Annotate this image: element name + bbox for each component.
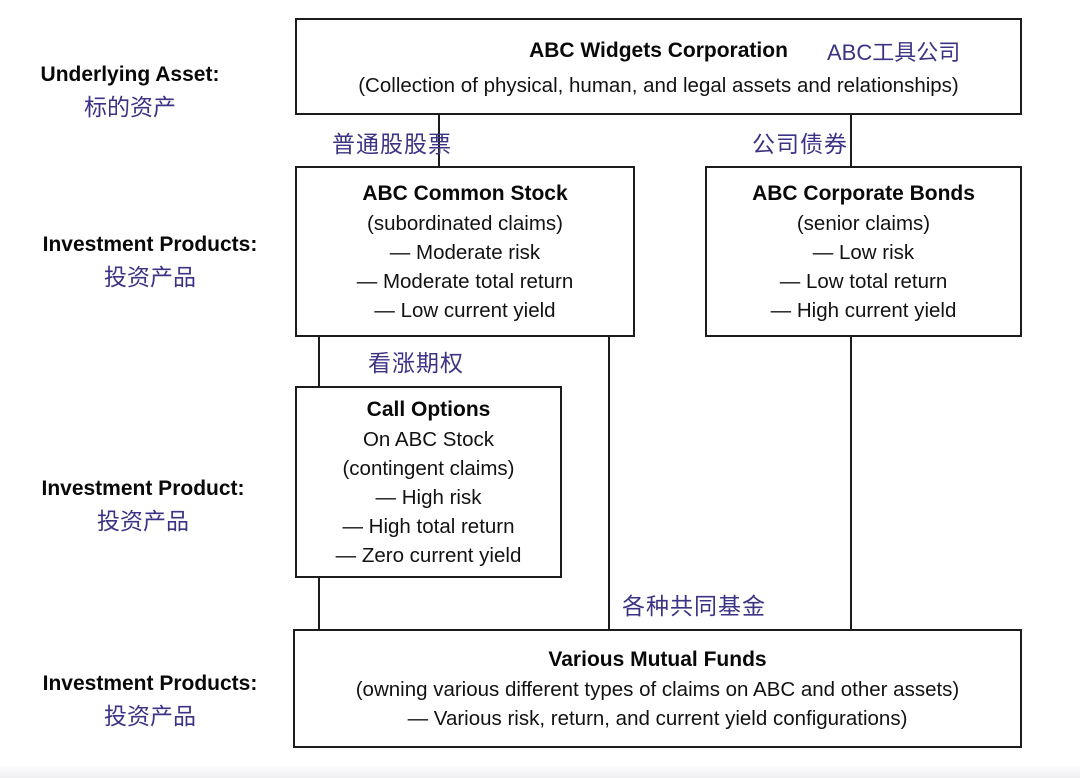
- call-options-line: — High total return: [342, 514, 515, 538]
- row-label-en: Investment Products:: [42, 233, 258, 256]
- connector-label-common-stock: 普通股股票: [332, 131, 452, 157]
- mutual-funds-line: (owning various different types of claim…: [355, 677, 960, 701]
- call-options-line: — Zero current yield: [335, 543, 522, 567]
- call-options-line: — High risk: [375, 485, 482, 509]
- mutual-funds-box: Various Mutual Funds (owning various dif…: [293, 629, 1022, 748]
- connector-label-corporate-bonds: 公司债券: [752, 131, 848, 157]
- corporation-subtitle: (Collection of physical, human, and lega…: [358, 73, 959, 97]
- call-options-line: (contingent claims): [342, 456, 515, 480]
- row-label-zh: 投资产品: [104, 703, 196, 729]
- common-stock-line: — Low current yield: [374, 298, 556, 322]
- common-stock-title: ABC Common Stock: [362, 181, 568, 205]
- connector-label-call-options: 看涨期权: [368, 350, 464, 376]
- common-stock-line: — Moderate total return: [356, 269, 574, 293]
- corporation-box: ABC Widgets Corporation ABC工具公司 (Collect…: [295, 18, 1022, 115]
- row-label-en: Underlying Asset:: [40, 63, 220, 86]
- corporate-bonds-title: ABC Corporate Bonds: [752, 181, 975, 205]
- row-label-en: Investment Product:: [41, 477, 245, 500]
- row-label-zh: 投资产品: [97, 508, 189, 534]
- call-options-title: Call Options: [366, 397, 491, 421]
- connector-line-stock-to-call-options: [318, 336, 320, 386]
- connector-line-bonds-to-mutual-funds: [850, 336, 852, 629]
- connector-line-corp-to-common-stock: [438, 115, 440, 166]
- corporate-bonds-line: — Low total return: [779, 269, 948, 293]
- corporation-title-zh: ABC工具公司: [827, 39, 961, 65]
- call-options-line: On ABC Stock: [362, 427, 495, 451]
- row-label-zh: 投资产品: [104, 264, 196, 290]
- connector-line-stock-to-mutual-funds: [608, 336, 610, 629]
- mutual-funds-line: — Various risk, return, and current yiel…: [407, 706, 908, 730]
- row-label-zh: 标的资产: [84, 94, 176, 120]
- row-label-investment-products-2: Investment Products: 投资产品: [22, 671, 278, 730]
- connector-line-corp-to-bonds: [850, 115, 852, 166]
- mutual-funds-title: Various Mutual Funds: [548, 647, 767, 671]
- corporate-bonds-box: ABC Corporate Bonds (senior claims) — Lo…: [705, 166, 1022, 337]
- connector-label-mutual-funds: 各种共同基金: [622, 593, 766, 619]
- connector-line-call-options-to-mutual-funds: [318, 577, 320, 629]
- row-label-investment-product: Investment Product: 投资产品: [20, 476, 266, 535]
- row-label-investment-products-1: Investment Products: 投资产品: [22, 232, 278, 291]
- row-label-underlying-asset: Underlying Asset: 标的资产: [10, 62, 250, 121]
- corporate-bonds-line: (senior claims): [796, 211, 931, 235]
- common-stock-line: (subordinated claims): [367, 211, 563, 235]
- corporation-title: ABC Widgets Corporation: [529, 38, 788, 62]
- corporate-bonds-line: — Low risk: [812, 240, 915, 264]
- call-options-box: Call Options On ABC Stock (contingent cl…: [295, 386, 562, 578]
- common-stock-box: ABC Common Stock (subordinated claims) —…: [295, 166, 635, 337]
- common-stock-line: — Moderate risk: [389, 240, 541, 264]
- corporation-title-row: ABC Widgets Corporation ABC工具公司: [297, 36, 1020, 66]
- row-label-en: Investment Products:: [42, 672, 258, 695]
- page-edge-strip: [0, 766, 1080, 778]
- corporate-bonds-line: — High current yield: [770, 298, 957, 322]
